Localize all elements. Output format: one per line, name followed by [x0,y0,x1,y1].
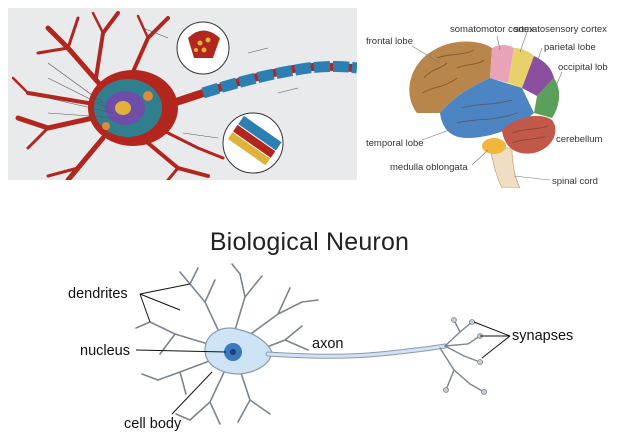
label-medulla-oblongata: medulla oblongata [390,162,468,173]
label-nucleus: nucleus [80,343,130,359]
label-spinal-cord: spinal cord [552,176,598,187]
label-axon: axon [312,336,343,352]
neuron-schematic: dendrites nucleus axon synapses cell bod… [40,262,600,432]
neuron-anatomy-drawing [8,8,357,180]
label-synapses: synapses [512,328,573,344]
nucleolus [115,101,131,115]
label-cerebellum: cerebellum [556,134,603,145]
label-frontal-lobe: frontal lobe [366,36,413,47]
label-somatosensory-cortex: somatosensory cortex [514,24,607,35]
label-temporal-lobe: temporal lobe [366,138,424,149]
label-occipital-lobe: occipital lob [558,62,608,73]
axon-terminals [440,320,484,392]
organelle [143,91,153,101]
medulla-shape [482,138,506,154]
biological-neuron-diagram: dendrites nucleus axon synapses cell bod… [40,262,600,432]
brain-drawing: frontal lobe somatomotor cortex somatose… [362,8,614,188]
neuron-anatomy-illustration [8,8,357,180]
label-dendrites: dendrites [68,286,128,302]
spinal-cord-shape [490,148,520,188]
label-cell-body: cell body [124,416,182,432]
label-parietal-lobe: parietal lobe [544,42,596,53]
nucleolus-shape [230,349,236,355]
page-title: Biological Neuron [0,228,619,257]
brain-anatomy-illustration: frontal lobe somatomotor cortex somatose… [362,8,614,188]
organelle [102,122,110,130]
